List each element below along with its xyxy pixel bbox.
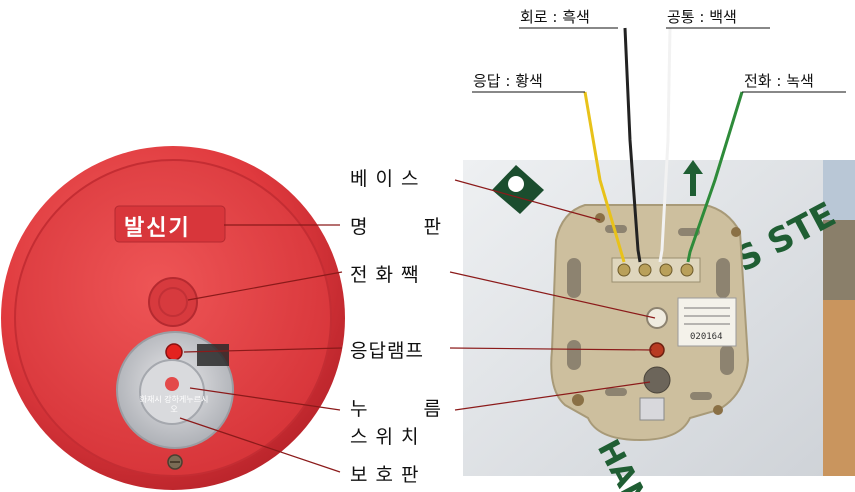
label-push-a: 누 xyxy=(350,398,369,420)
switch-text: 화재시 강하게누르시오 xyxy=(139,395,209,414)
label-base: 베 이 스 xyxy=(350,168,420,190)
spec-sticker xyxy=(677,297,737,347)
phone-jack xyxy=(148,277,198,327)
wire-label-underlines xyxy=(472,27,846,93)
label-nameplate-a: 명 xyxy=(350,216,369,238)
base-photo: S STE HAN 020164 xyxy=(463,160,855,492)
wires xyxy=(583,27,744,263)
wire-black xyxy=(623,27,642,263)
wire-label-common: 공통 : 백색 xyxy=(667,8,737,26)
label-nameplate: 명 판 xyxy=(350,212,442,239)
svg-text:020164: 020164 xyxy=(690,332,723,342)
label-response-lamp: 응답램프 xyxy=(350,340,424,362)
transmitter-device xyxy=(1,146,345,490)
wire-label-response: 응답 : 황색 xyxy=(473,72,543,90)
label-phone-jack: 전 화 짹 xyxy=(350,264,420,286)
push-switch xyxy=(139,359,205,425)
label-push-switch-bottom: 스 위 치 xyxy=(350,426,420,448)
wire-label-phone: 전화 : 녹색 xyxy=(744,72,814,90)
label-push-b: 름 xyxy=(423,398,442,420)
response-lamp xyxy=(165,343,183,361)
label-nameplate-b: 판 xyxy=(423,216,442,238)
wire-white xyxy=(658,27,672,263)
wire-label-circuit: 회로 : 흑색 xyxy=(520,8,590,26)
label-push-switch-top: 누 름 xyxy=(350,394,442,421)
wire-green xyxy=(686,91,744,263)
leader-lines xyxy=(179,179,656,473)
nameplate xyxy=(114,205,226,243)
label-protection-plate: 보 호 판 xyxy=(350,464,420,486)
wire-yellow xyxy=(583,91,626,263)
nameplate-text: 발신기 xyxy=(124,216,191,241)
